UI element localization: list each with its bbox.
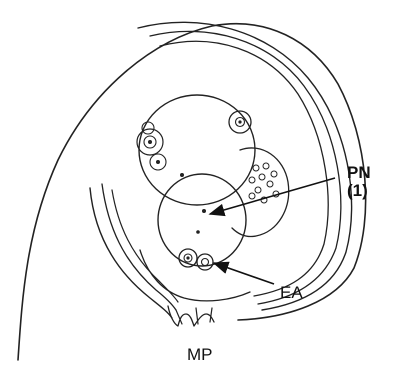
synergid-left-dot — [186, 256, 189, 259]
label-ea: EA — [280, 283, 303, 302]
integument-inner-line — [160, 41, 328, 296]
egg-dot-2 — [196, 230, 200, 234]
small-cell-dot — [238, 120, 241, 123]
micropyle-channel — [176, 308, 212, 324]
integument-outer-line — [138, 22, 352, 310]
synergid-right-nucleus — [202, 259, 209, 266]
integument-left-inner — [102, 184, 176, 310]
antipodal-dot-b — [156, 160, 160, 164]
label-pn: PN — [347, 163, 371, 182]
ea-arrow — [214, 263, 274, 284]
label-mp: MP — [187, 345, 213, 364]
antipodal-dot-a — [148, 140, 152, 144]
embryo-sac-wall — [140, 250, 250, 301]
label-pn-number: (1) — [347, 181, 368, 200]
egg-nucleus-dot — [202, 209, 206, 213]
ovule-outer-wall — [18, 24, 366, 360]
synergid-right — [197, 254, 213, 270]
integument-middle-line — [150, 31, 341, 304]
integument-left-inner2 — [112, 190, 178, 302]
granular-cell-dots — [249, 163, 279, 203]
egg-cell — [158, 174, 246, 266]
central-cell-dot — [180, 173, 184, 177]
